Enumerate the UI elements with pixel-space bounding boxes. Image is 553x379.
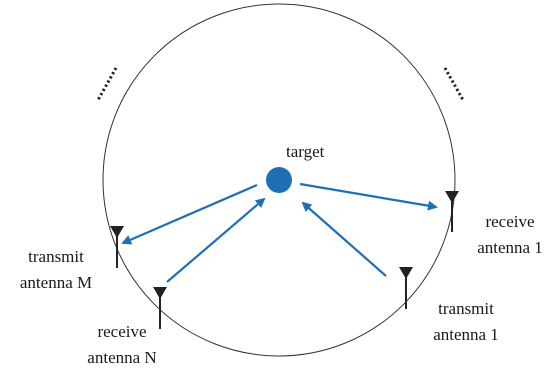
region-circle <box>102 3 456 357</box>
arrow-target-to-receive-antenna-1 <box>299 182 438 211</box>
label-transmit-antenna-M-line2: antenna M <box>19 273 93 292</box>
label-transmit-antenna-1-line2: antenna 1 <box>433 325 499 344</box>
antenna-transmit-1-icon <box>399 267 413 309</box>
antenna-transmit-M-icon <box>110 226 124 268</box>
label-target: target <box>286 142 325 161</box>
label-receive-antenna-N-line1: receive <box>97 322 147 341</box>
antenna-receive-N-icon <box>153 287 167 329</box>
label-transmit-antenna-M-line1: transmit <box>28 247 84 266</box>
label-receive-antenna-1-line1: receive <box>485 212 535 231</box>
ellipsis-left <box>96 67 118 101</box>
label-transmit-antenna-1-line1: transmit <box>438 299 494 318</box>
label-receive-antenna-1-line2: antenna 1 <box>477 238 543 257</box>
label-receive-antenna-N-line2: antenna N <box>87 348 157 367</box>
arrow-transmit-antenna-M-to-target <box>166 197 266 283</box>
label-transmit-antenna-1: transmit antenna 1 <box>416 300 516 343</box>
label-receive-antenna-1: receive antenna 1 <box>468 213 552 256</box>
arrow-transmit-antenna-1-to-target <box>301 201 387 277</box>
ellipsis-right <box>443 67 465 101</box>
antenna-receive-1-icon <box>445 191 459 232</box>
label-transmit-antenna-M: transmit antenna M <box>0 248 112 291</box>
target-dot <box>266 167 292 193</box>
label-receive-antenna-N: receive antenna N <box>67 323 177 366</box>
arrow-target-to-receive-antenna-N <box>121 183 258 245</box>
